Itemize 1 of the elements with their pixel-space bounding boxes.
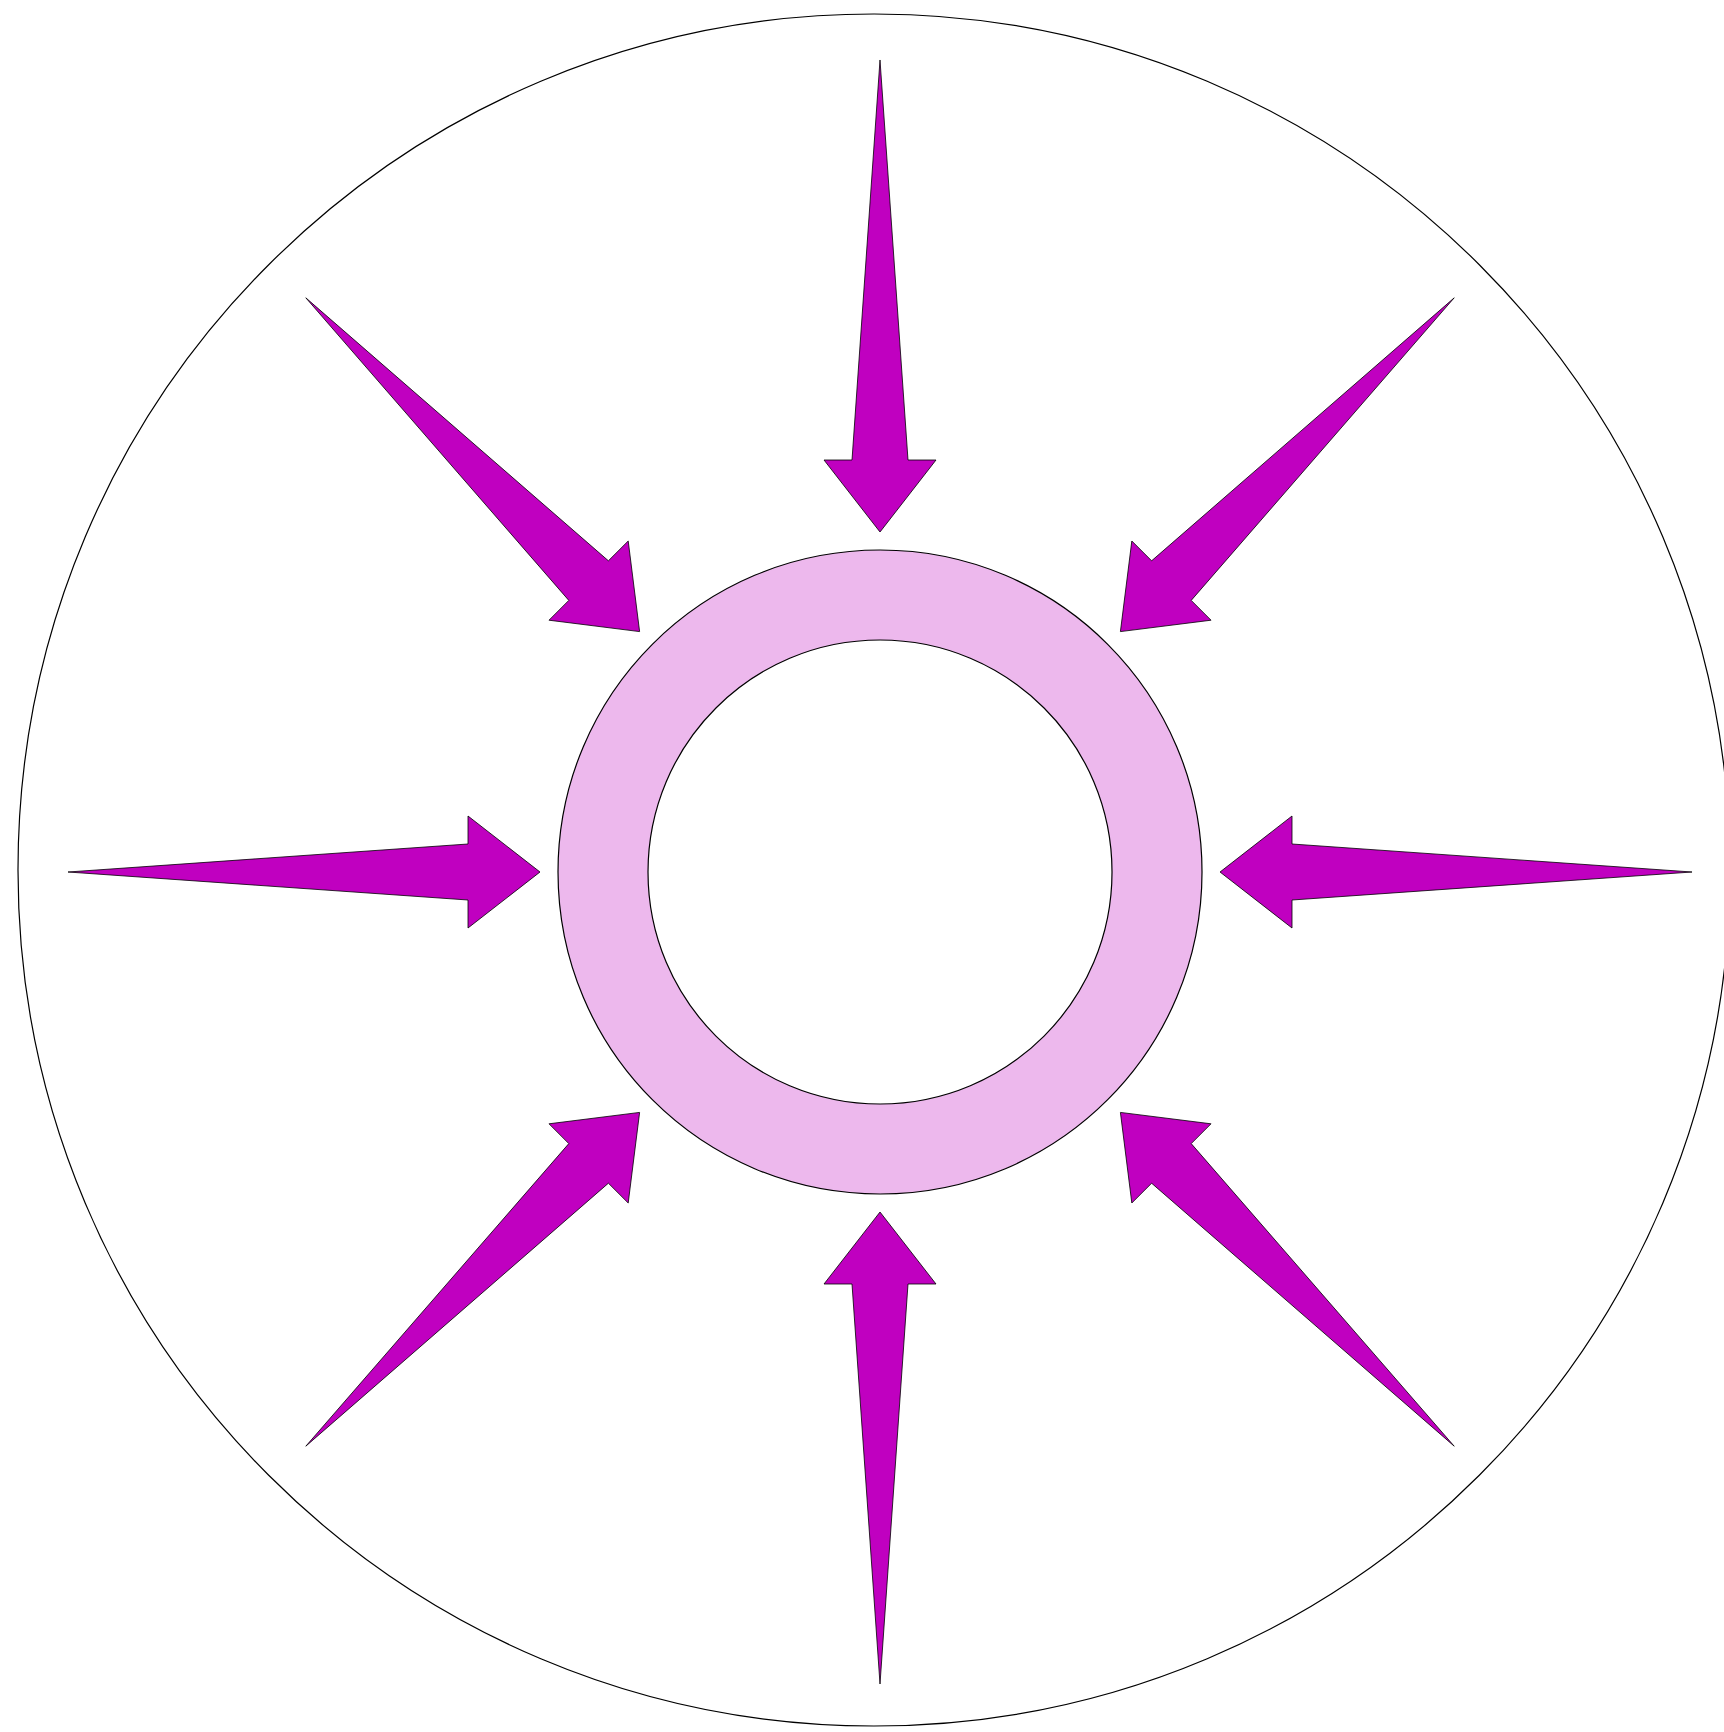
hatched-ring	[557, 549, 1203, 1195]
